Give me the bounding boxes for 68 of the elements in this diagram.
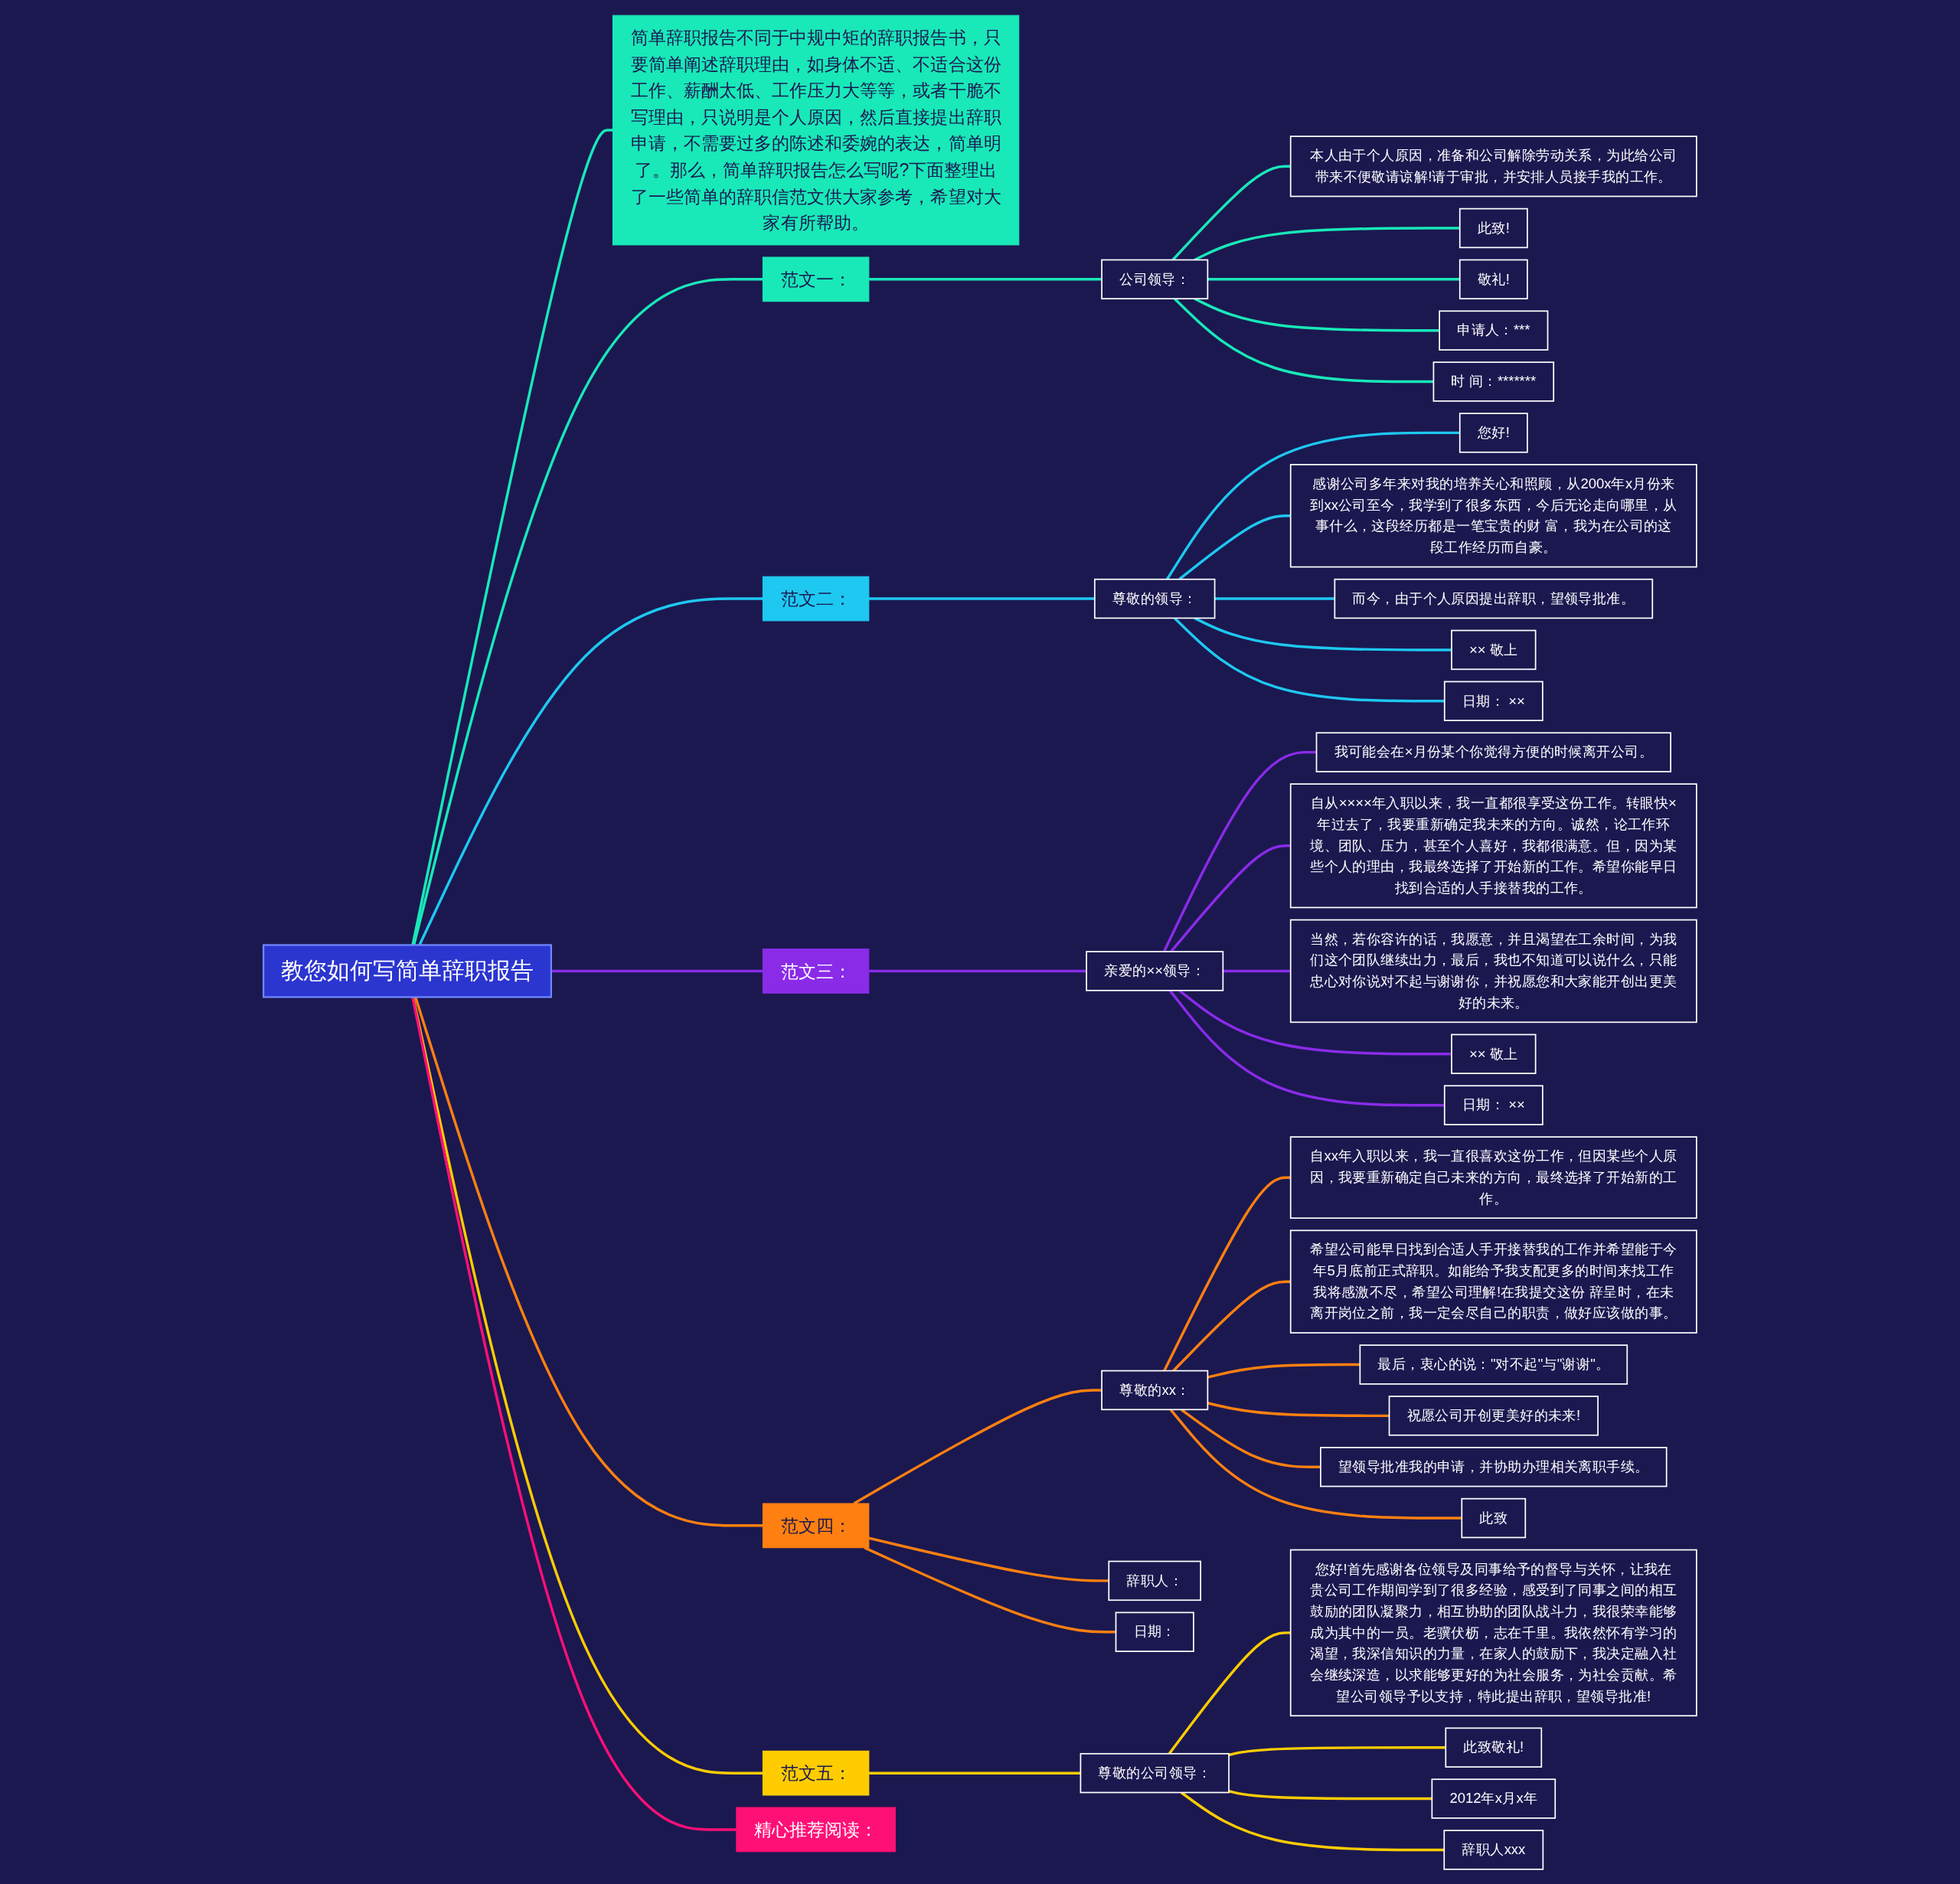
- connector: [414, 996, 763, 1527]
- connector: [1174, 616, 1445, 702]
- node-box: 2012年x月x年: [1431, 1778, 1557, 1819]
- connector: [1170, 844, 1291, 952]
- node-box: 我可能会在×月份某个你觉得方便的时候离开公司。: [1315, 731, 1671, 772]
- node-box: 亲爱的××领导：: [1086, 950, 1224, 991]
- node-box: 您好!: [1459, 412, 1528, 453]
- connector: [1165, 431, 1460, 580]
- connector: [1194, 297, 1440, 331]
- connector: [868, 1536, 1109, 1582]
- connector: [1223, 969, 1291, 972]
- node-box: 此致: [1461, 1497, 1527, 1538]
- node-box: 简单辞职报告不同于中规中矩的辞职报告书，只要简单阐述辞职理由，如身体不适、不适合这份工作、薪酬太低、工作压力大等等，或者干脆不写理由，只说明是个人原因，然后直接提出辞职申请，不需要过多的陈述和委婉的表达，简单明了。那么，简单辞职报告怎么写呢?下面整理出了一些简单的辞职信范文供大家参考，希望对大家有所帮助。: [612, 15, 1020, 245]
- node-box: 教您如何写简单辞职报告: [262, 943, 552, 998]
- connector: [868, 969, 1087, 972]
- connector: [868, 596, 1095, 600]
- node-box: 范文一：: [762, 256, 870, 302]
- connector: [1163, 1175, 1291, 1371]
- node-box: 感谢公司多年来对我的培养关心和照顾，从200x年x月份来到xx公司至今，我学到了很多东西，今后无论走向哪里，从事什么，这段经历都是一笔宝贵的财 富，我为在公司的这段工作经历而自豪。: [1289, 463, 1697, 567]
- node-box: 范文二：: [762, 576, 870, 621]
- node-box: 祝愿公司开创更美好的未来!: [1388, 1395, 1599, 1436]
- node-box: 而今，由于个人原因提出辞职，望领导批准。: [1334, 578, 1654, 619]
- connector: [1168, 1631, 1291, 1755]
- node-box: 申请人：***: [1439, 309, 1549, 351]
- node-box: 自从××××年入职以来，我一直都很享受这份工作。转眼快×年过去了，我要重新确定我未来的方向。诚然，论工作环境、团队、压力，甚至个人喜好，我都很满意。但，因为某些个人的理由，我最终选择了开始新的工作。希望你能早日找到合适的人手接替我的工作。: [1289, 782, 1697, 908]
- node-box: 范文三：: [762, 948, 870, 994]
- node-box: 范文五：: [762, 1750, 870, 1796]
- node-box: 自xx年入职以来，我一直很喜欢这份工作，但因某些个人原因，我要重新确定自己未来的方向，最终选择了开始新的工作。: [1289, 1135, 1697, 1219]
- node-box: 日期： ××: [1443, 681, 1544, 721]
- node-box: ×× 敬上: [1451, 629, 1537, 670]
- node-box: 范文四：: [762, 1502, 870, 1548]
- node-box: 敬礼!: [1459, 259, 1528, 299]
- node-box: 此致敬礼!: [1445, 1727, 1543, 1768]
- connector: [1194, 616, 1452, 651]
- connector: [864, 1546, 1116, 1633]
- connector: [1207, 277, 1460, 281]
- node-box: 本人由于个人原因，准备和公司解除劳动关系，为此给公司带来不便敬请谅解!请于审批，并安排人员接手我的工作。: [1289, 135, 1697, 197]
- connector: [1214, 596, 1335, 600]
- node-box: 时 间：*******: [1432, 361, 1555, 402]
- connector: [550, 969, 763, 972]
- connector: [1180, 1408, 1321, 1468]
- node-box: 公司领导：: [1101, 259, 1209, 299]
- node-box: 精心推荐阅读：: [736, 1807, 896, 1852]
- connector: [1162, 750, 1317, 952]
- connector: [1174, 297, 1434, 383]
- node-box: 辞职人：: [1108, 1560, 1201, 1601]
- node-box: 日期： ××: [1443, 1084, 1544, 1125]
- connector: [1172, 1279, 1291, 1372]
- node-box: 辞职人xxx: [1443, 1829, 1544, 1870]
- node-box: 最后，衷心的说："对不起"与"谢谢"。: [1359, 1344, 1628, 1385]
- node-box: 日期：: [1115, 1611, 1194, 1652]
- connector: [1168, 989, 1445, 1106]
- node-box: 此致!: [1459, 207, 1528, 248]
- connector: [1178, 514, 1291, 580]
- node-box: 您好!首先感谢各位领导及同事给予的督导与关怀，让我在贵公司工作期间学到了很多经验，感受到了同事之间的相互鼓励的团队凝聚力，相互协助的团队战斗力，我很荣幸能够成为其中的一员。老骥伏枥，志在千里。我依然怀有学习的渴望，我深信知识的力量，在家人的鼓励下，我决定融入社会继续深造，以求能够更好的为社会服务，为社会贡献。希望公司领导予以支持，特此提出辞职，望领导批准!: [1289, 1549, 1697, 1716]
- node-box: ×× 敬上: [1451, 1033, 1537, 1074]
- node-box: 尊敬的xx：: [1101, 1370, 1209, 1410]
- connector: [1228, 1745, 1446, 1756]
- connector: [868, 277, 1102, 281]
- node-box: 尊敬的公司领导：: [1080, 1752, 1230, 1793]
- node-box: 尊敬的领导：: [1093, 578, 1216, 619]
- connector: [1228, 1789, 1432, 1800]
- connector: [868, 1771, 1081, 1775]
- connector: [1180, 1791, 1445, 1851]
- node-box: 希望公司能早日找到合适人手开接替我的工作并希望能于今年5月底前正式辞职。如能给予我支配更多的时间来找工作我将感激不尽，希望公司理解!在我提交这份 辞呈时，在未离开岗位之前，我一定会尽自己的职责，做好应该做的事。: [1289, 1229, 1697, 1334]
- node-box: 当然，若你容许的话，我愿意，并且渴望在工余时间，为我们这个团队继续出力，最后，我也不知道可以说什么，只能忠心对你说对不起与谢谢你，并祝愿您和大家能开创出更美好的未来。: [1289, 919, 1697, 1023]
- connector: [1169, 1408, 1462, 1520]
- node-box: 望领导批准我的申请，并协助办理相关离职手续。: [1320, 1446, 1668, 1487]
